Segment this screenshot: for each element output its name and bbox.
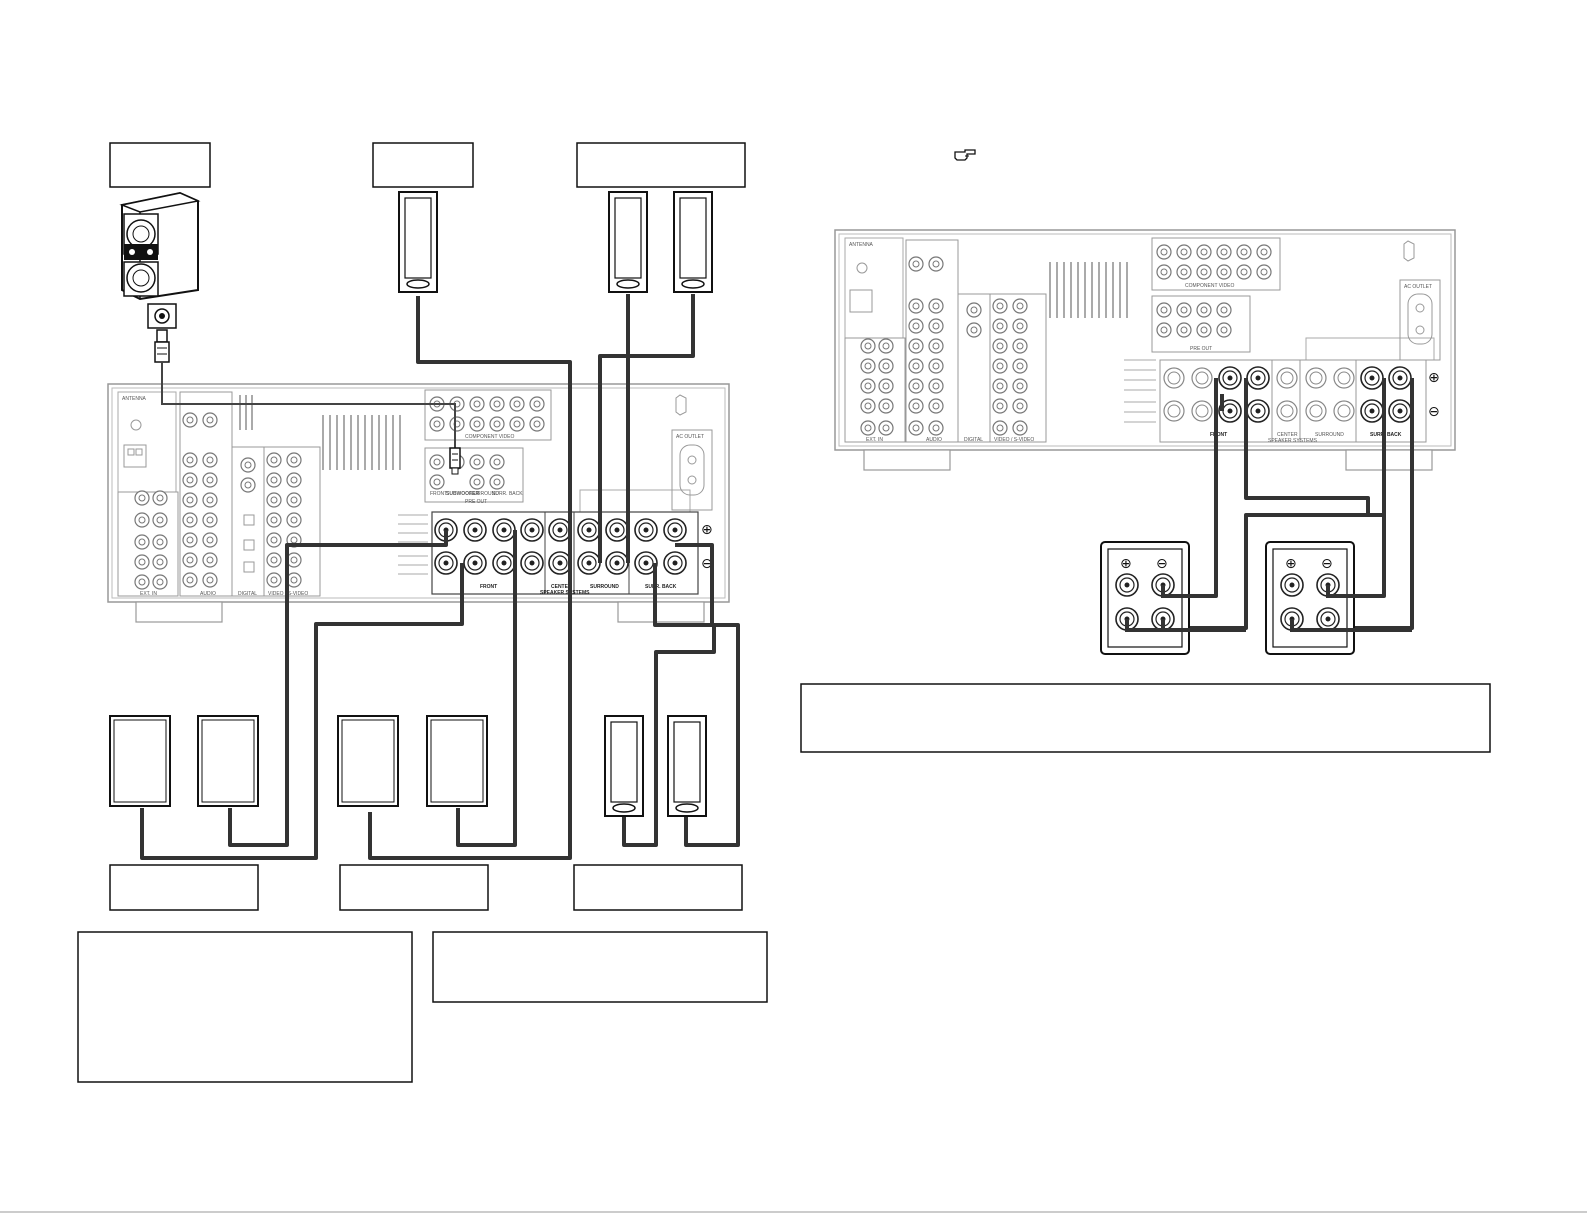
front-terminal-label-right: FRONT	[1210, 432, 1227, 438]
front-speaker-right-icon	[426, 715, 488, 807]
preout-subwoofer-label: SUBWOOFER	[446, 491, 479, 497]
plus-sign-icon-br: ⊕	[1285, 556, 1297, 572]
ext-in-label: EXT. IN	[140, 591, 157, 597]
rca-plug-icon	[154, 329, 170, 363]
surround-speaker-right-icon	[197, 715, 259, 807]
subwoofer-input-jack-icon	[147, 303, 177, 329]
ac-outlet-left: AC OUTLET	[671, 429, 713, 511]
minus-sign-icon: ⊖	[701, 556, 713, 572]
surround-terminal-label: SURROUND	[590, 584, 619, 590]
surround-back-speaker-lower-right-icon	[667, 715, 707, 817]
biamp-speaker-terminal-right: ⊕ ⊖	[1265, 541, 1412, 655]
audio-label-right: AUDIO	[926, 437, 942, 443]
center-terminal-label-right: CENTER	[1277, 432, 1298, 438]
component-video-label-right: COMPONENT VIDEO	[1185, 283, 1234, 289]
speaker-cables-left	[140, 294, 740, 860]
digital-label: DIGITAL	[238, 591, 257, 597]
center-speaker-label-box	[372, 142, 474, 188]
receiver-rear-panel-right: ANTENNA	[834, 229, 1456, 471]
pointing-hand-icon	[954, 149, 976, 161]
front-speaker-left-icon	[337, 715, 399, 807]
minus-sign-icon-br: ⊖	[1321, 556, 1333, 572]
preout-section-label-right: PRE OUT	[1190, 346, 1212, 352]
svg-text:AC OUTLET: AC OUTLET	[1404, 284, 1432, 290]
surround-back-label-box-bottom	[573, 864, 743, 911]
plus-sign-icon-bl: ⊕	[1120, 556, 1132, 572]
surround-back-speaker-left-icon	[608, 191, 648, 293]
speaker-systems-label-right: SPEAKER SYSTEMS	[1268, 438, 1318, 444]
plus-sign-icon-right: ⊕	[1428, 370, 1440, 386]
subwoofer-label-box	[109, 142, 211, 188]
surround-speaker-left-icon	[109, 715, 171, 807]
note-box-middle	[432, 931, 768, 1003]
plus-sign-icon: ⊕	[701, 522, 713, 538]
preout-surround-label: SURROUND	[470, 491, 499, 497]
center-speaker-icon	[398, 191, 438, 293]
digital-label-right: DIGITAL	[964, 437, 983, 443]
surrback-terminal-label: SURR. BACK	[645, 584, 677, 590]
center-terminal-label: CENTER	[551, 584, 572, 590]
receiver-rear-panel-left: ANTENNA	[107, 383, 730, 623]
preout-plug-icon	[449, 447, 461, 475]
audio-label: AUDIO	[200, 591, 216, 597]
svg-text:AC OUTLET: AC OUTLET	[676, 434, 704, 440]
ext-in-label-right: EXT. IN	[866, 437, 883, 443]
surround-label-box	[109, 864, 259, 911]
surround-back-label-box-top	[576, 142, 746, 188]
biamp-speaker-terminal-left: ⊕ ⊖	[1100, 541, 1246, 655]
minus-sign-icon-right: ⊖	[1428, 404, 1440, 420]
preout-front-label: FRONT	[430, 491, 447, 497]
note-box-right	[800, 683, 1491, 753]
preout-section-label: PRE OUT	[465, 499, 487, 505]
surround-back-speaker-lower-left-icon	[604, 715, 644, 817]
subwoofer-cable	[161, 362, 456, 448]
minus-sign-icon-bl: ⊖	[1156, 556, 1168, 572]
preout-surrback-label: SURR. BACK	[492, 491, 523, 497]
component-video-label: COMPONENT VIDEO	[465, 434, 514, 440]
speaker-systems-label: SPEAKER SYSTEMS	[540, 590, 590, 596]
video-label-right: VIDEO / S-VIDEO	[994, 437, 1034, 443]
surround-back-speaker-right-icon	[673, 191, 713, 293]
antenna-label: ANTENNA	[122, 396, 147, 402]
antenna-label-right: ANTENNA	[849, 242, 874, 248]
front-label-box	[339, 864, 489, 911]
surround-terminal-label-right: SURROUND	[1315, 432, 1344, 438]
subwoofer-icon	[119, 191, 201, 301]
front-terminal-label: FRONT	[480, 584, 497, 590]
note-box-left	[77, 931, 413, 1083]
